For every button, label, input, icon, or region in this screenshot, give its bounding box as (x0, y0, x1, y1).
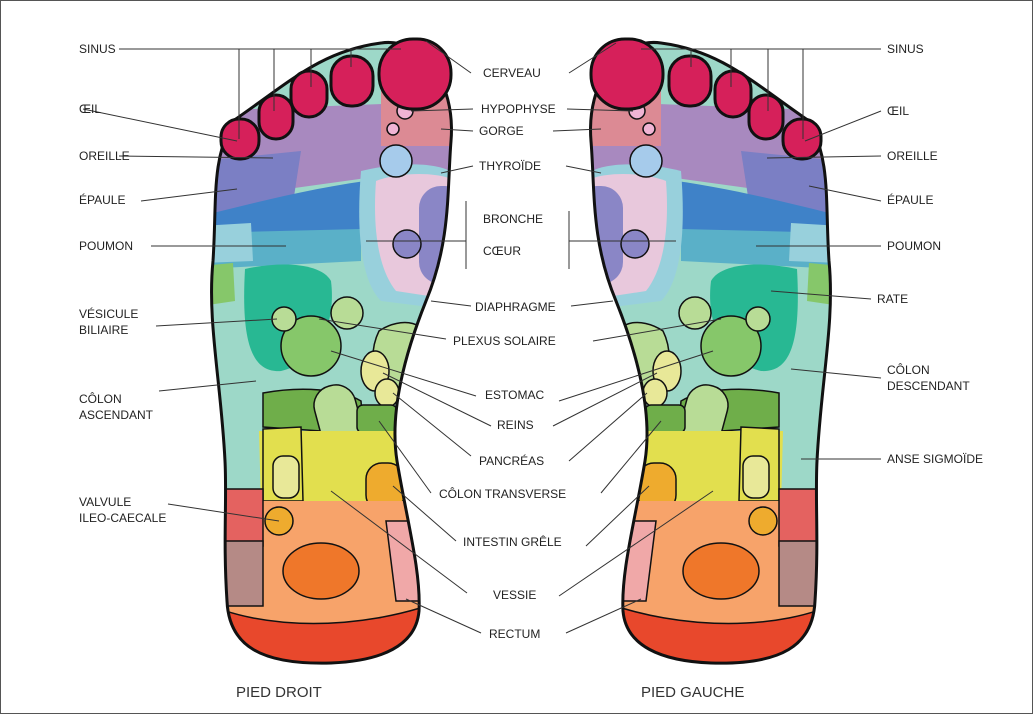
zone-brown (201, 441, 225, 491)
toe-2 (331, 56, 373, 106)
line-reins-right (383, 373, 491, 426)
label-colon-transverse: CÔLON TRANSVERSE (439, 486, 566, 501)
label-diaphragme: DIAPHRAGME (475, 300, 556, 314)
toe-3 (291, 71, 327, 117)
zone-estomac-dot (746, 307, 770, 331)
label-vessie: VESSIE (493, 588, 536, 602)
zone-estomac-small (679, 297, 711, 329)
zone-thyroide (380, 145, 412, 177)
toe-3 (715, 71, 751, 117)
label-poumon-right: POUMON (79, 239, 133, 253)
zone-green-edge (201, 263, 235, 306)
label-valvule-right-2: ILEO-CAECALE (79, 511, 166, 525)
label-coeur: CŒUR (483, 244, 521, 258)
zone-hypophyse-2 (387, 123, 399, 135)
line-pancreas-right (393, 393, 471, 456)
label-rate: RATE (877, 292, 908, 306)
zone-colon-inner (645, 405, 685, 433)
caption-pied-droit: PIED DROIT (236, 684, 322, 701)
label-colon-asc-right-2: ASCENDANT (79, 408, 154, 422)
zone-thyroide (630, 145, 662, 177)
zone-rectum (283, 543, 359, 599)
label-pancreas: PANCRÉAS (479, 453, 544, 468)
label-intestin: INTESTIN GRÊLE (463, 534, 562, 549)
label-vesicule-right-2: BILIAIRE (79, 323, 128, 337)
zone-light-blue-right (789, 223, 841, 263)
label-sinus-right: SINUS (79, 42, 116, 56)
left-foot (571, 31, 841, 681)
line-diaphragme-right (431, 301, 471, 306)
label-oeil-left: ŒIL (887, 104, 909, 118)
zone-green-edge (807, 263, 841, 306)
label-epaule-left: ÉPAULE (887, 192, 933, 207)
caption-pied-gauche: PIED GAUCHE (641, 684, 744, 701)
label-valvule-right-1: VALVULE (79, 495, 131, 509)
zone-mauve (779, 541, 841, 606)
toe-4 (749, 95, 783, 139)
zone-colon-right (357, 405, 397, 433)
label-vesicule-right-1: VÉSICULE (79, 306, 138, 321)
zone-pancreas (375, 379, 399, 407)
right-foot (201, 31, 471, 681)
label-oeil-right: ŒIL (79, 102, 101, 116)
toe-2 (669, 56, 711, 106)
line-diaphragme-left (571, 301, 613, 306)
toe-5 (783, 119, 821, 159)
zone-salmon (779, 489, 841, 546)
label-bronche: BRONCHE (483, 212, 543, 226)
zone-amber-dot (749, 507, 777, 535)
label-colon-desc-left-1: CÔLON (887, 362, 930, 377)
zone-light-blue-left (201, 223, 253, 263)
line-reins-left (553, 373, 657, 426)
label-epaule-right: ÉPAULE (79, 192, 125, 207)
label-rectum: RECTUM (489, 627, 540, 641)
label-cerveau: CERVEAU (483, 66, 541, 80)
label-gorge: GORGE (479, 124, 524, 138)
line-oeil-right (83, 109, 237, 141)
label-colon-desc-left-2: DESCENDANT (887, 379, 970, 393)
zone-anse-sigmoide (817, 441, 841, 491)
line-pancreas-left (569, 393, 647, 461)
label-reins: REINS (497, 418, 534, 432)
label-oreille-right: OREILLE (79, 149, 130, 163)
label-hypophyse: HYPOPHYSE (481, 102, 556, 116)
zone-hypophyse-2 (643, 123, 655, 135)
label-plexus: PLEXUS SOLAIRE (453, 334, 556, 348)
zone-coeur (621, 230, 649, 258)
zone-rectum (683, 543, 759, 599)
label-thyroide: THYROÏDE (479, 159, 541, 173)
label-colon-asc-right-1: CÔLON (79, 391, 122, 406)
label-estomac: ESTOMAC (485, 388, 544, 402)
zone-estomac-small (331, 297, 363, 329)
label-poumon-left: POUMON (887, 239, 941, 253)
zone-colon-descendant (743, 456, 769, 498)
label-oreille-left: OREILLE (887, 149, 938, 163)
labels: SINUS ŒIL OREILLE ÉPAULE POUMON VÉSICULE… (79, 42, 983, 701)
zone-colon-ascendant (273, 456, 299, 498)
label-sinus-left: SINUS (887, 42, 924, 56)
label-anse: ANSE SIGMOÏDE (887, 452, 983, 466)
toe-4 (259, 95, 293, 139)
zone-coeur (393, 230, 421, 258)
zone-mauve (201, 541, 263, 606)
